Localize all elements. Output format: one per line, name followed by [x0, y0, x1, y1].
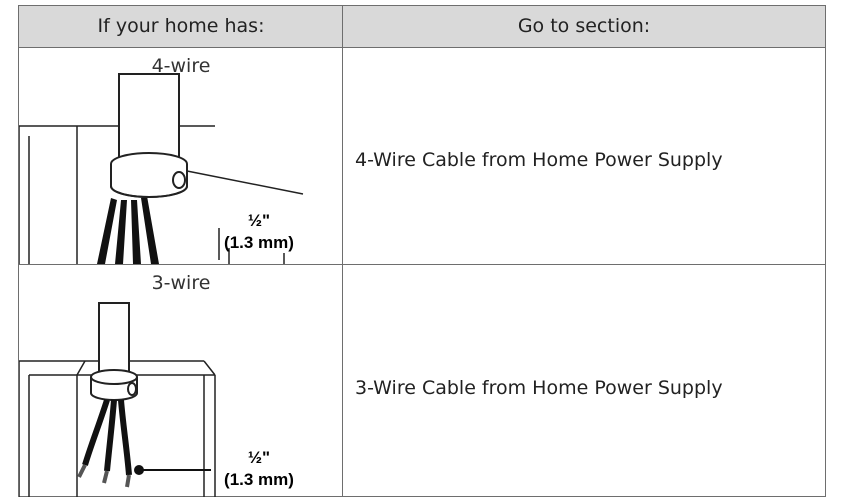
dimension-metric-2: (1.3 mm) — [224, 470, 294, 489]
four-wire-illustration: ½" (1.3 mm) — [19, 73, 304, 264]
header-home-has: If your home has: — [97, 15, 265, 37]
three-wire-illustration: ½" (1.3 mm) — [19, 302, 294, 497]
section-3wire: 3-Wire Cable from Home Power Supply — [355, 377, 723, 399]
column-divider — [342, 6, 343, 496]
dimension-fraction-1: ½" — [248, 211, 270, 230]
section-4wire: 4-Wire Cable from Home Power Supply — [355, 149, 723, 171]
dimension-fraction-2: ½" — [248, 448, 270, 467]
dimension-metric-1: (1.3 mm) — [224, 233, 294, 252]
row-3wire-label: 3-wire — [151, 272, 211, 294]
table-header: If your home has: Go to section: — [19, 6, 825, 48]
header-go-to-section: Go to section: — [517, 15, 651, 37]
row-divider — [19, 264, 825, 265]
row-4wire-label: 4-wire — [151, 55, 211, 77]
wiring-table: If your home has: Go to section: 4-wire … — [18, 5, 826, 497]
